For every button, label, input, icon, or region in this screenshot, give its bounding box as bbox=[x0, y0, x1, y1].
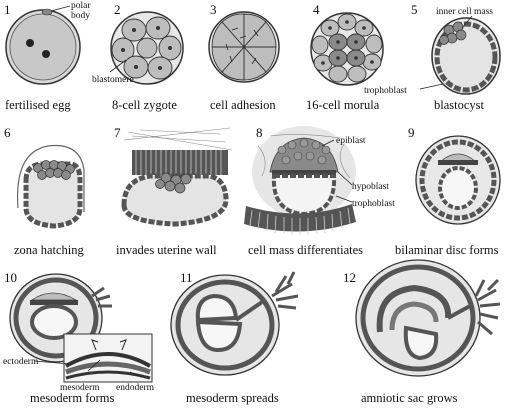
stage-1-number: 1 bbox=[4, 2, 11, 17]
label-line: body bbox=[71, 11, 90, 21]
label-line: polar bbox=[71, 1, 91, 11]
stage-8-figure bbox=[244, 126, 356, 235]
stage-2-caption: 8-cell zygote bbox=[112, 98, 177, 112]
stage-8-number: 8 bbox=[256, 125, 263, 140]
trophoblast-8-label: trophoblast bbox=[352, 199, 395, 209]
mesoderm-label: mesoderm bbox=[60, 383, 100, 393]
stage-5-number: 5 bbox=[411, 2, 418, 17]
endoderm-label: endoderm bbox=[116, 383, 155, 393]
stage-6-caption: zona hatching bbox=[14, 243, 85, 257]
stage-6-number: 6 bbox=[4, 125, 11, 140]
stage-11-figure bbox=[170, 271, 299, 376]
stage-12-figure bbox=[355, 259, 501, 377]
stage-9-number: 9 bbox=[408, 125, 415, 140]
stage-3-caption: cell adhesion bbox=[210, 98, 276, 112]
stage-3-number: 3 bbox=[210, 2, 217, 17]
stage-4-number: 4 bbox=[313, 2, 320, 17]
stage-1-figure bbox=[5, 5, 81, 85]
stage-2-figure bbox=[109, 11, 184, 85]
stage-12-caption: amniotic sac grows bbox=[361, 391, 458, 405]
stage-10-caption: mesoderm forms bbox=[30, 391, 114, 405]
stage-6-figure bbox=[16, 144, 85, 229]
hypoblast-label: hypoblast bbox=[352, 182, 389, 192]
stage-5-figure bbox=[419, 15, 501, 95]
stage-3-figure bbox=[208, 11, 280, 83]
stage-7-figure bbox=[121, 127, 233, 227]
blastomere-label: blastomere bbox=[92, 75, 134, 85]
stage-1-caption: fertilised egg bbox=[5, 98, 71, 112]
stage-10-number: 10 bbox=[4, 270, 17, 285]
stage-7-caption: invades uterine wall bbox=[116, 243, 217, 257]
epiblast-label: epiblast bbox=[336, 136, 366, 146]
stage-12-number: 12 bbox=[343, 270, 356, 285]
stage-11-number: 11 bbox=[180, 270, 193, 285]
stage-7-number: 7 bbox=[114, 125, 121, 140]
stage-2-number: 2 bbox=[114, 2, 121, 17]
stage-9-caption: bilaminar disc forms bbox=[395, 243, 499, 257]
trophoblast-label: trophoblast bbox=[364, 86, 407, 96]
stage-10-figure bbox=[9, 273, 153, 383]
inner-cell-mass-label: inner cell mass bbox=[436, 7, 493, 17]
stage-9-figure bbox=[415, 135, 501, 225]
stage-4-figure bbox=[310, 12, 384, 86]
stage-5-caption: blastocyst bbox=[434, 98, 485, 112]
ectoderm-label: ectoderm bbox=[3, 357, 39, 367]
stage-4-caption: 16-cell morula bbox=[306, 98, 380, 112]
stage-8-caption: cell mass differentiates bbox=[248, 243, 363, 257]
stage-11-caption: mesoderm spreads bbox=[186, 391, 279, 405]
